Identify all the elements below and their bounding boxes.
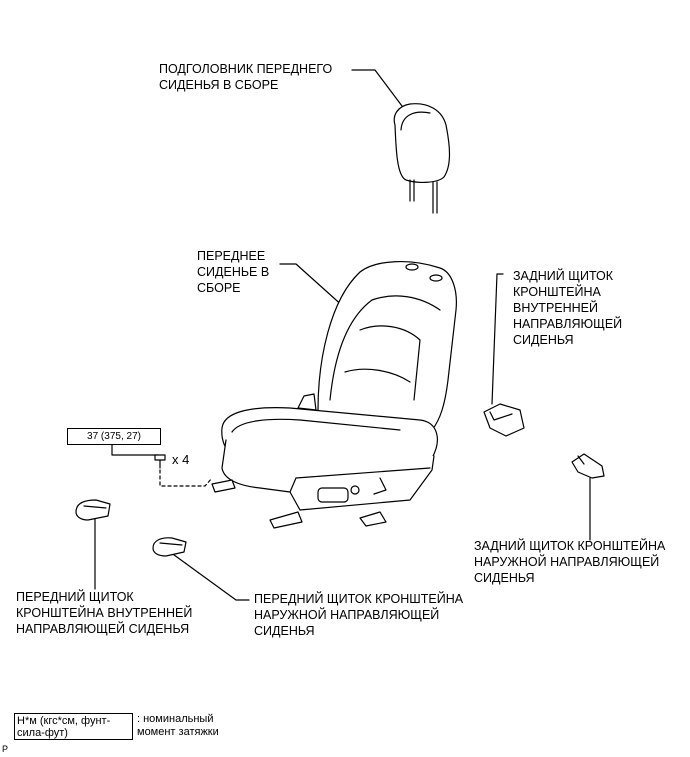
seat-back-part [297,261,457,431]
front-inner-cover-part [75,499,111,521]
label-rear-inner-cover: ЗАДНИЙ ЩИТОК КРОНШТЕЙНА ВНУТРЕННЕЙ НАПРА… [513,269,623,347]
leader-headrest [351,69,406,111]
bolt-quantity: x 4 [172,452,190,467]
legend-description: : номинальный момент затяжки [137,713,219,738]
leader-rear-inner [491,273,504,405]
bolt-dashed-line [159,469,213,487]
legend-units-box: Н*м (кгс*см, фунт- сила-фут) [14,713,133,740]
leader-torque [111,442,159,456]
rear-outer-cover-part [571,453,605,479]
torque-spec-box: 37 (375, 27) [67,428,161,445]
front-outer-cover-part [152,537,187,557]
figure-code: P [2,744,9,754]
label-front-seat: ПЕРЕДНЕЕ СИДЕНЬЕ В СБОРЕ [197,249,270,295]
label-front-outer-cover: ПЕРЕДНИЙ ЩИТОК КРОНШТЕЙНА НАРУЖНОЙ НАПРА… [254,592,464,638]
seat-cushion-part [211,407,438,529]
bolt-part [154,454,166,469]
rear-inner-cover-part [483,403,525,437]
label-rear-outer-cover: ЗАДНИЙ ЩИТОК КРОНШТЕЙНА НАРУЖНОЙ НАПРАВЛ… [474,539,666,585]
leader-front-seat [279,263,346,309]
leader-front-outer [169,551,250,601]
label-front-inner-cover: ПЕРЕДНИЙ ЩИТОК КРОНШТЕЙНА ВНУТРЕННЕЙ НАП… [16,590,193,636]
label-headrest: ПОДГОЛОВНИК ПЕРЕДНЕГО СИДЕНЬЯ В СБОРЕ [159,62,333,92]
headrest-part [393,103,451,214]
